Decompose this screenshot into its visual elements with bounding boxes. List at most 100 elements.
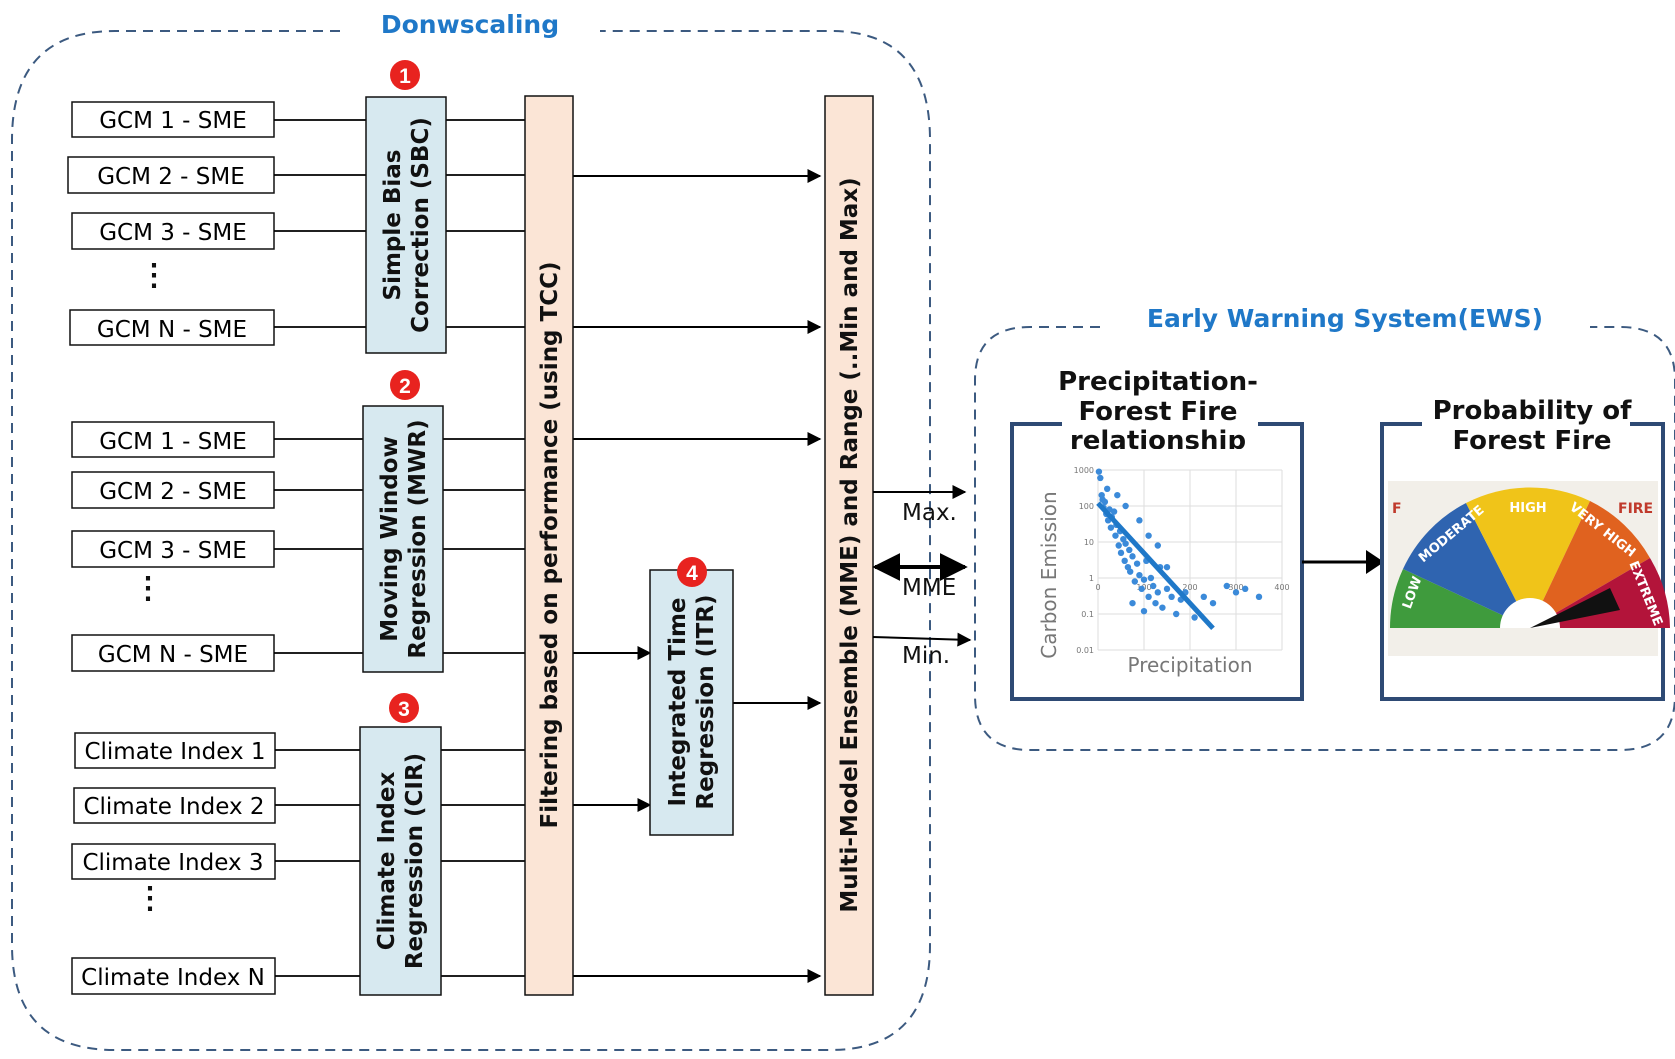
scatter-point — [1232, 589, 1240, 596]
gcm-group-1: GCM 1 - SME GCM 2 - SME GCM 3 - SME ⋮ GC… — [67, 101, 275, 346]
max-label: Max. — [902, 500, 957, 526]
number-badge — [677, 557, 707, 587]
scatter-point — [1163, 585, 1171, 593]
number-badge-label: 4 — [686, 562, 698, 585]
scatter-point — [1138, 585, 1145, 593]
scatter-points — [1095, 468, 1263, 621]
ensemble-bar-box — [824, 95, 874, 996]
scatter-point — [1140, 607, 1148, 615]
min-arrow — [872, 632, 972, 647]
scatter-x-tick: 300 — [1228, 583, 1243, 592]
gcm-label: GCM N - SME — [97, 317, 247, 343]
climate-index-label: Climate Index 2 — [83, 794, 264, 820]
scatter-point — [1131, 578, 1139, 585]
climate-index-box — [73, 787, 276, 824]
gcm-label: GCM 3 - SME — [99, 220, 247, 246]
scatter-point — [1110, 508, 1118, 515]
scatter-x-tick: 0 — [1095, 583, 1100, 592]
downscaling-title: Donwscaling — [381, 10, 559, 39]
scatter-point — [1133, 560, 1141, 567]
scatter-y-tick: 100 — [1079, 502, 1094, 511]
scatter-point — [1145, 532, 1152, 539]
gcm-box — [67, 156, 275, 194]
scatter-grid — [1097, 469, 1283, 651]
scatter-point — [1136, 517, 1143, 524]
scatter-y-tick: 10 — [1084, 538, 1094, 547]
gauge-panel: Probability of Forest Fire LOW MODERATE … — [1380, 396, 1670, 701]
scatter-point — [1145, 593, 1152, 601]
scatter-point — [1159, 604, 1166, 611]
scatter-point — [1115, 542, 1122, 549]
scatter-point — [1117, 549, 1125, 557]
scatter-point — [1122, 502, 1129, 510]
scatter-point — [1173, 610, 1180, 618]
number-badge — [390, 370, 420, 400]
method-mwr: Moving Window Regression (MWR) 2 — [362, 370, 444, 673]
number-badge — [389, 693, 419, 723]
scatter-point — [1150, 582, 1157, 590]
ews-frame — [974, 326, 1675, 751]
ellipsis: ⋮ — [139, 259, 169, 292]
climate-index-box — [71, 843, 276, 880]
min-label: Min. — [902, 643, 950, 669]
ellipsis: ⋮ — [135, 882, 165, 915]
filter-arrows — [573, 169, 822, 983]
scatter-point — [1129, 599, 1136, 607]
scatter-point — [1163, 563, 1171, 571]
scatter-point — [1209, 599, 1217, 607]
gauge-segment-moderate — [1403, 503, 1530, 628]
scatter-title-line2: Forest Fire — [1078, 397, 1237, 427]
scatter-point — [1140, 576, 1148, 583]
climate-index-box — [71, 957, 276, 995]
method-box — [649, 569, 734, 836]
mme-label: MME — [902, 575, 956, 601]
scatter-x-ticks: 0100200300400 — [1095, 583, 1289, 592]
scatter-point — [1223, 582, 1231, 590]
number-badge-label: 1 — [399, 65, 411, 88]
scatter-point — [1097, 474, 1104, 482]
gauge-corner-left: F — [1392, 501, 1402, 517]
scatter-point — [1127, 568, 1134, 575]
gcm-box — [71, 421, 275, 458]
method-connectors — [441, 119, 525, 977]
gcm-group-2: GCM 1 - SME GCM 2 - SME GCM 3 - SME ⋮ GC… — [71, 421, 275, 672]
gcm-box — [69, 309, 275, 346]
gauge-title-line1: Probability of — [1433, 396, 1633, 426]
downscaling-frame — [11, 30, 931, 1051]
scatter-trendline — [1096, 501, 1215, 631]
scatter-title-mask — [1040, 449, 1280, 461]
scatter-point — [1121, 557, 1128, 565]
gcm-label: GCM 2 - SME — [97, 164, 245, 190]
scatter-point — [1095, 468, 1103, 475]
method-box — [365, 96, 447, 354]
method-itr: Integrated Time Regression (ITR) 4 — [649, 557, 734, 836]
method-cir: Climate Index Regression (CIR) 3 — [359, 693, 442, 996]
scatter-point — [1129, 553, 1136, 560]
ellipsis: ⋮ — [133, 572, 163, 605]
ensemble-bar: Multi-Model Ensemble (MME) and Range (..… — [824, 95, 874, 996]
filter-bar-box — [524, 95, 574, 996]
climate-index-box — [74, 732, 276, 769]
scatter-point — [1200, 593, 1208, 601]
gauge-needle — [1530, 588, 1620, 628]
scatter-point — [1136, 571, 1143, 579]
gauge-segment-low — [1389, 569, 1530, 628]
gauge-corner-right: FIRE — [1618, 501, 1653, 517]
scatter-point — [1154, 589, 1162, 596]
method-label-line2: Correction (SBC) — [408, 117, 434, 333]
gcm-label: GCM 2 - SME — [99, 479, 247, 505]
method-label-line2: Regression (ITR) — [693, 594, 719, 809]
scatter-y-label: Carbon Emission — [1037, 491, 1061, 658]
ensemble-bar-label: Multi-Model Ensemble (MME) and Range (..… — [837, 177, 863, 912]
scatter-point — [1101, 498, 1109, 506]
scatter-point — [1112, 532, 1119, 539]
scatter-point — [1147, 574, 1155, 582]
method-label-line1: Climate Index — [374, 772, 400, 951]
scatter-point — [1114, 491, 1121, 499]
gcm-label: GCM N - SME — [98, 642, 248, 668]
scatter-x-tick: 400 — [1274, 583, 1289, 592]
filter-bar: Filtering based on performance (using TC… — [524, 95, 574, 996]
scatter-y-tick: 1000 — [1074, 466, 1094, 475]
